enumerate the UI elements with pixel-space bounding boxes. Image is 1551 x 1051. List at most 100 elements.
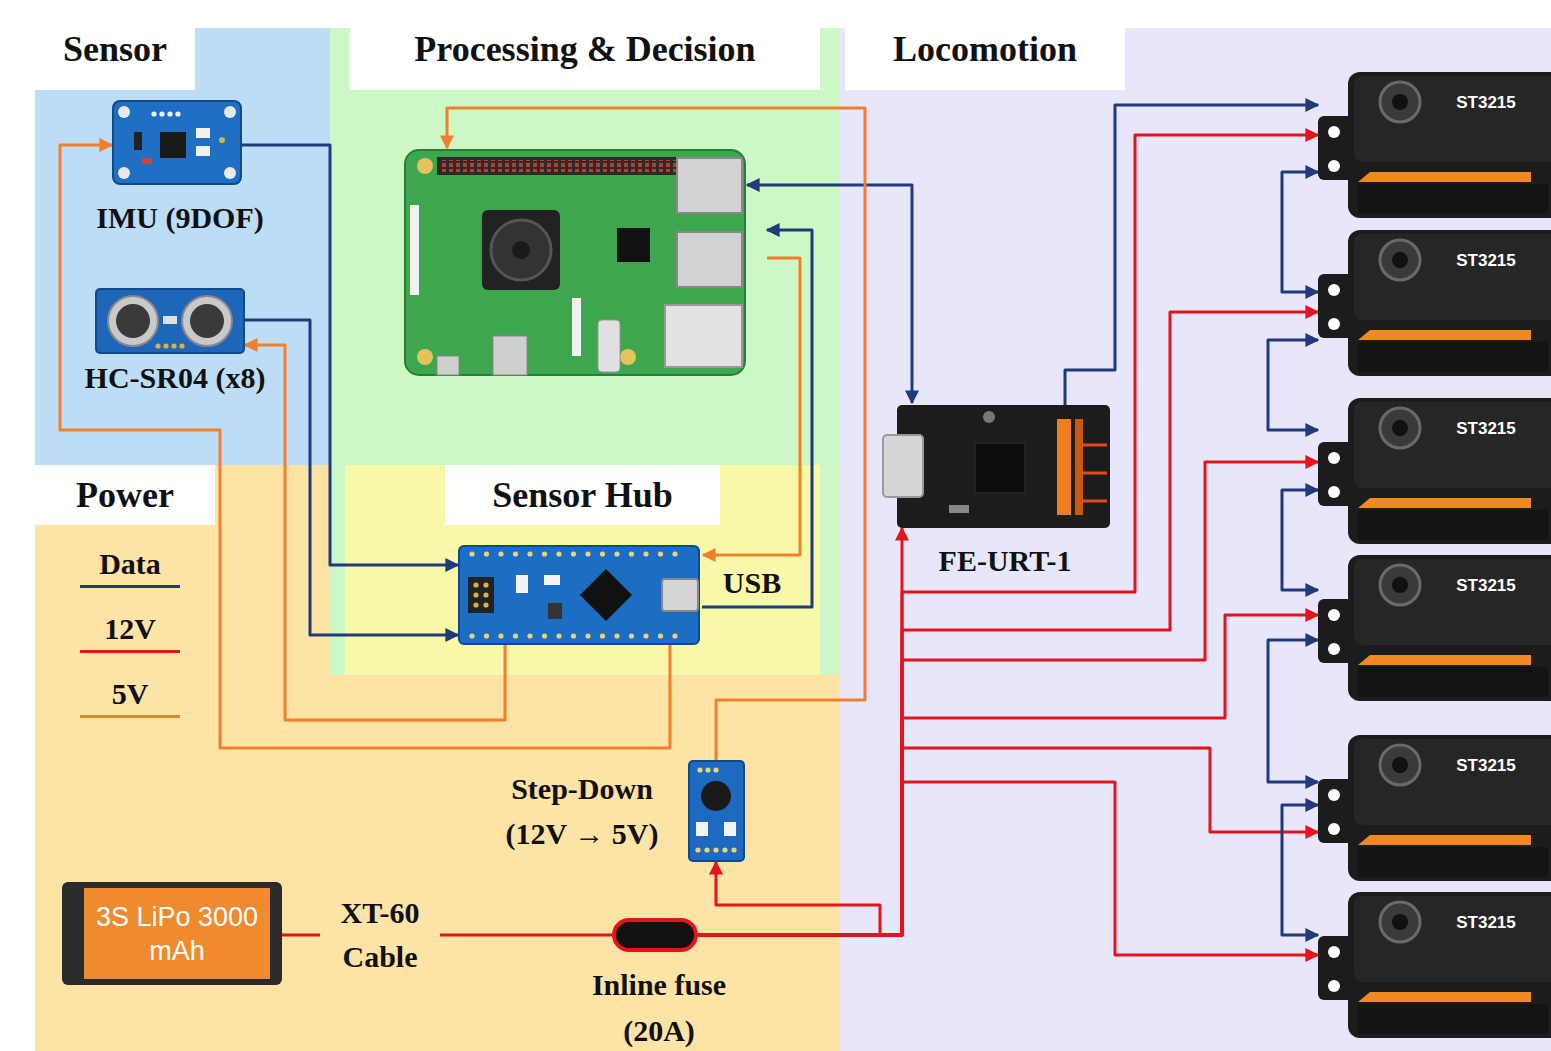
drawing-part: [556, 633, 561, 638]
drawing-part: [1354, 559, 1551, 645]
region-heading: Locomotion: [845, 28, 1125, 90]
servo-model: ST3215: [1436, 575, 1536, 597]
drawing-part: [484, 633, 489, 638]
drawing-part: [405, 150, 745, 375]
drawing-part: [731, 847, 736, 852]
drawing-part: [614, 551, 619, 556]
region-band: LocomotionFE-URT-1ST3215ST3215ST3215ST32…: [840, 28, 1551, 1051]
drawing-part: [473, 582, 478, 587]
drawing-part: [1328, 452, 1340, 464]
drawing-part: [527, 633, 532, 638]
legend-line-sample: [80, 650, 180, 653]
servo-illustration: [1318, 555, 1551, 700]
drawing-part: [1328, 318, 1340, 330]
drawing-part: [1358, 1004, 1548, 1034]
drawing-part: [672, 551, 677, 556]
hub-illustration: [458, 545, 700, 645]
drawing-part: [116, 304, 150, 338]
drawing-part: [196, 146, 210, 156]
drawing-part: [1348, 735, 1551, 881]
drawing-part: [1358, 835, 1531, 845]
drawing-part: [600, 633, 605, 638]
drawing-part: [1328, 486, 1340, 498]
imu-illustration: [112, 100, 242, 185]
usb-data-wire: [747, 185, 912, 403]
drawing-part: [1392, 420, 1408, 436]
component-label: Step-Down (12V → 5V): [492, 766, 672, 856]
data-wire: [245, 320, 458, 635]
drawing-part: [163, 343, 168, 348]
drawing-part: [484, 551, 489, 556]
drawing-part: [113, 101, 241, 184]
drawing-part: [689, 761, 744, 861]
region-heading: Sensor: [35, 28, 195, 90]
drawing-part: [224, 106, 236, 118]
power-12v-wire: [698, 862, 880, 935]
drawing-part: [672, 633, 677, 638]
legend-item: Data: [80, 547, 180, 588]
drawing-part: [1328, 126, 1340, 138]
drawing-part: [704, 847, 709, 852]
drawing-part: [441, 160, 686, 172]
drawing-part: [160, 132, 186, 158]
drawing-part: [1354, 234, 1551, 320]
drawing-part: [224, 167, 236, 179]
drawing-part: [1380, 408, 1420, 448]
drawing-part: [1354, 896, 1551, 982]
servo-model: ST3215: [1436, 912, 1536, 934]
hc-node: HC-SR04 (x8): [95, 288, 245, 354]
drawing-part: [571, 551, 576, 556]
drawing-part: [677, 232, 742, 287]
battery-label: 3S LiPo 3000 mAh: [84, 888, 270, 979]
layout-wires: [447, 108, 912, 760]
drawing-part: [151, 111, 156, 116]
drawing-part: [118, 167, 130, 179]
drawing-part: [459, 546, 699, 644]
drawing-part: [1075, 419, 1083, 515]
drawing-part: [677, 158, 742, 213]
servo-illustration: [1318, 735, 1551, 880]
drawing-part: [548, 603, 562, 619]
drawing-part: [1358, 510, 1548, 540]
drawing-part: [556, 551, 561, 556]
drawing-part: [620, 349, 636, 365]
drawing-part: [219, 137, 224, 142]
power-12v-wire: [698, 748, 1318, 935]
drawing-part: [544, 575, 560, 585]
servo-node: ST3215: [1318, 555, 1551, 700]
drawing-part: [498, 633, 503, 638]
drawing-part: [705, 767, 710, 772]
servo-illustration: [1318, 892, 1551, 1038]
drawing-part: [483, 582, 488, 587]
servo-node: ST3215: [1318, 72, 1551, 218]
drawing-part: [1358, 667, 1548, 697]
step-node: Step-Down (12V → 5V): [688, 760, 745, 862]
drawing-part: [118, 106, 130, 118]
drawing-part: [1380, 240, 1420, 280]
drawing-part: [96, 289, 244, 353]
drawing-part: [1328, 789, 1340, 801]
servo-model: ST3215: [1436, 755, 1536, 777]
drawing-part: [598, 320, 620, 372]
drawing-part: [469, 633, 474, 638]
drawing-part: [513, 633, 518, 638]
component-label: FE-URT-1: [895, 543, 1115, 579]
region-fills: [35, 28, 1551, 1051]
data-wire: [1065, 105, 1318, 405]
drawing-part: [1380, 902, 1420, 942]
drawing-part: [483, 602, 488, 607]
drawing-part: [330, 28, 840, 675]
data-wire: [1268, 640, 1318, 782]
drawing-part: [617, 228, 650, 262]
drawing-part: [512, 241, 530, 259]
component-label: Inline fuse (20A): [559, 962, 759, 1051]
power-12v-wire: [698, 782, 1318, 955]
drawing-part: [345, 465, 820, 675]
data-wire: [1282, 805, 1318, 935]
region-band: SensorIMU (9DOF)HC-SR04 (x8): [35, 28, 330, 465]
drawing-part: [1392, 914, 1408, 930]
drawing-part: [949, 505, 969, 513]
drawing-part: [629, 633, 634, 638]
